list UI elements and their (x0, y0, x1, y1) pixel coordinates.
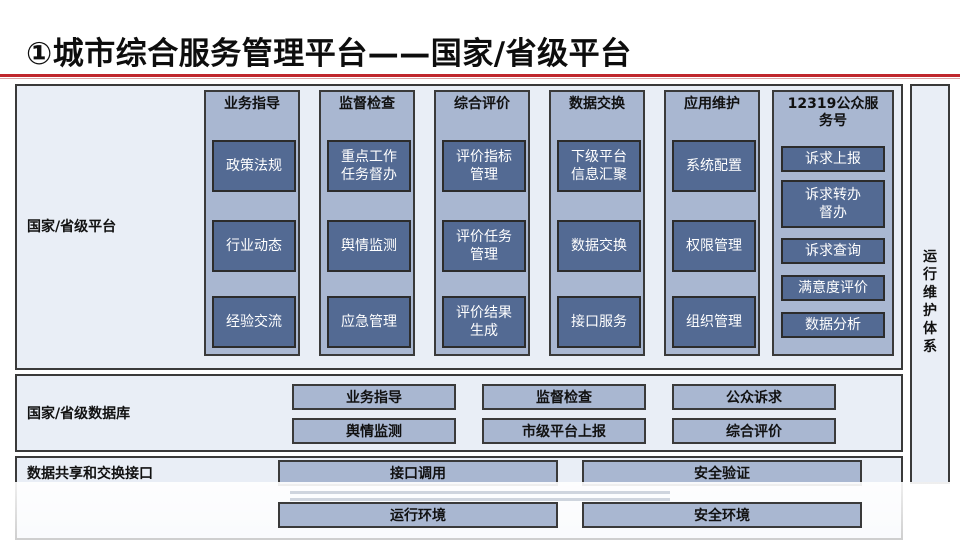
platform-label: 国家/省级平台 (27, 219, 117, 235)
module-title: 数据交换 (569, 96, 625, 112)
module-item: 经验交流 (212, 296, 296, 348)
module-public-service: 12319公众服务号 诉求上报 诉求转办督办 诉求查询 满意度评价 数据分析 (772, 90, 894, 356)
module-item: 数据交换 (557, 220, 641, 272)
db-item: 综合评价 (672, 418, 836, 444)
module-item: 重点工作任务督办 (327, 140, 411, 192)
module-title: 12319公众服务号 (787, 96, 879, 129)
module-item: 评价指标管理 (442, 140, 526, 192)
module-title: 综合评价 (454, 96, 510, 112)
db-item: 舆情监测 (292, 418, 456, 444)
module-item: 行业动态 (212, 220, 296, 272)
db-item: 公众诉求 (672, 384, 836, 410)
service-item: 满意度评价 (781, 275, 885, 301)
module-data-exchange: 数据交换 下级平台信息汇聚 数据交换 接口服务 (549, 90, 645, 356)
service-item: 数据分析 (781, 312, 885, 338)
module-business-guidance: 业务指导 政策法规 行业动态 经验交流 (204, 90, 300, 356)
module-title: 应用维护 (684, 96, 740, 112)
db-item: 监督检查 (482, 384, 646, 410)
database-label: 国家/省级数据库 (27, 406, 131, 422)
module-item: 组织管理 (672, 296, 756, 348)
interface-call-box: 接口调用 (278, 460, 558, 486)
exchange-label: 数据共享和交换接口 (27, 466, 153, 482)
service-item: 诉求查询 (781, 238, 885, 264)
module-item: 评价任务管理 (442, 220, 526, 272)
module-item: 舆情监测 (327, 220, 411, 272)
module-evaluation: 综合评价 评价指标管理 评价任务管理 评价结果生成 (434, 90, 530, 356)
faded-divider (290, 491, 670, 494)
title-divider (0, 74, 960, 77)
service-item: 诉求转办督办 (781, 180, 885, 228)
module-item: 应急管理 (327, 296, 411, 348)
module-app-maintenance: 应用维护 系统配置 权限管理 组织管理 (664, 90, 760, 356)
module-item: 评价结果生成 (442, 296, 526, 348)
module-supervision: 监督检查 重点工作任务督办 舆情监测 应急管理 (319, 90, 415, 356)
title-divider-shadow (0, 78, 960, 79)
module-item: 下级平台信息汇聚 (557, 140, 641, 192)
page-title: ①城市综合服务管理平台——国家/省级平台 (26, 36, 632, 72)
faded-divider (290, 498, 670, 501)
module-title: 监督检查 (339, 96, 395, 112)
module-title: 业务指导 (224, 96, 280, 112)
db-item: 业务指导 (292, 384, 456, 410)
module-item: 接口服务 (557, 296, 641, 348)
db-item: 市级平台上报 (482, 418, 646, 444)
runtime-env-box: 运行环境 (278, 502, 558, 528)
ops-maintenance-label: 运 行 维 护 体 系 (923, 249, 937, 355)
module-item: 政策法规 (212, 140, 296, 192)
module-item: 权限管理 (672, 220, 756, 272)
ops-maintenance-panel: 运 行 维 护 体 系 (910, 84, 950, 484)
security-env-box: 安全环境 (582, 502, 862, 528)
service-item: 诉求上报 (781, 146, 885, 172)
module-item: 系统配置 (672, 140, 756, 192)
